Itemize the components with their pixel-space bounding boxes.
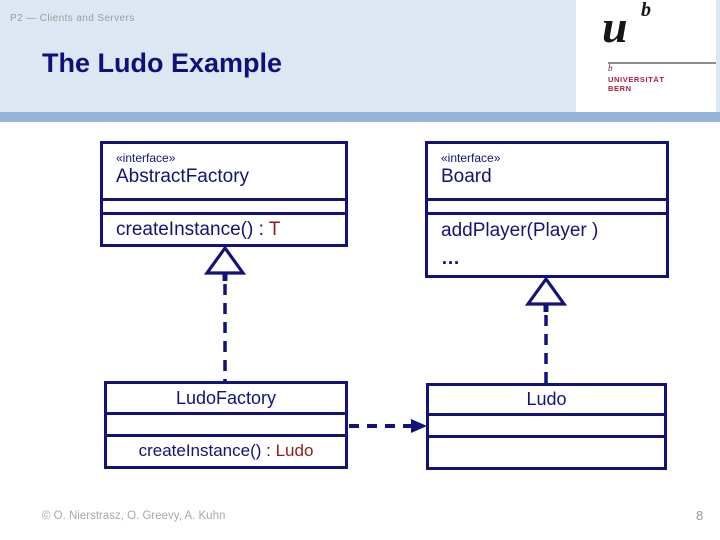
- methods-compartment: createInstance() : T: [103, 215, 345, 241]
- page-title: The Ludo Example: [42, 48, 283, 78]
- stereotype-label: «interface»: [116, 151, 176, 165]
- method-return-type: Ludo: [275, 441, 314, 460]
- logo-city-text: BERN: [608, 84, 632, 93]
- class-box-board: «interface» Board addPlayer(Player ) …: [425, 141, 669, 278]
- class-box-abstract-factory: «interface» AbstractFactory createInstan…: [100, 141, 348, 247]
- method-text: createInstance() :: [138, 441, 276, 460]
- class-box-ludo-factory: LudoFactory createInstance() : Ludo: [104, 381, 348, 469]
- class-name: LudoFactory: [175, 388, 277, 408]
- logo-small-mark: b: [608, 63, 613, 73]
- header-accent-band: [0, 112, 720, 122]
- class-title-compartment: «interface» AbstractFactory: [103, 144, 345, 198]
- class-name: AbstractFactory: [116, 166, 250, 187]
- method-signature: addPlayer(Player ): [441, 220, 599, 241]
- attributes-compartment-empty: [428, 198, 666, 215]
- method-signature: createInstance() : T: [116, 219, 345, 241]
- class-name: Board: [441, 166, 492, 187]
- attributes-compartment-empty: [429, 413, 664, 438]
- copyright-text: © O. Nierstrasz, O. Greevy, A. Kuhn: [42, 510, 226, 522]
- university-logo: u b b UNIVERSITÄT BERN: [576, 0, 716, 112]
- class-box-ludo: Ludo: [426, 383, 667, 470]
- methods-compartment: addPlayer(Player ) …: [428, 215, 666, 270]
- ellipsis-label: …: [441, 248, 463, 269]
- dependency-arrow: [349, 419, 427, 433]
- stereotype-label: «interface»: [441, 151, 501, 165]
- realization-arrow-ludo: [524, 276, 568, 383]
- logo-letter-b: b: [641, 0, 651, 21]
- logo-divider-line: [608, 62, 716, 64]
- class-name: Ludo: [526, 389, 567, 409]
- logo-letter-u: u: [602, 1, 628, 52]
- method-return-type: T: [268, 219, 281, 240]
- course-label: P2 — Clients and Servers: [10, 13, 135, 24]
- methods-compartment-empty: [429, 438, 664, 467]
- method-text: createInstance() :: [116, 219, 269, 240]
- realization-arrow-ludofactory: [203, 245, 247, 381]
- class-title-compartment: «interface» Board: [428, 144, 666, 198]
- page-number: 8: [696, 508, 704, 523]
- attributes-compartment-empty: [103, 198, 345, 215]
- methods-compartment: createInstance() : Ludo: [107, 437, 345, 466]
- attributes-compartment-empty: [107, 412, 345, 437]
- logo-university-text: UNIVERSITÄT: [608, 75, 665, 84]
